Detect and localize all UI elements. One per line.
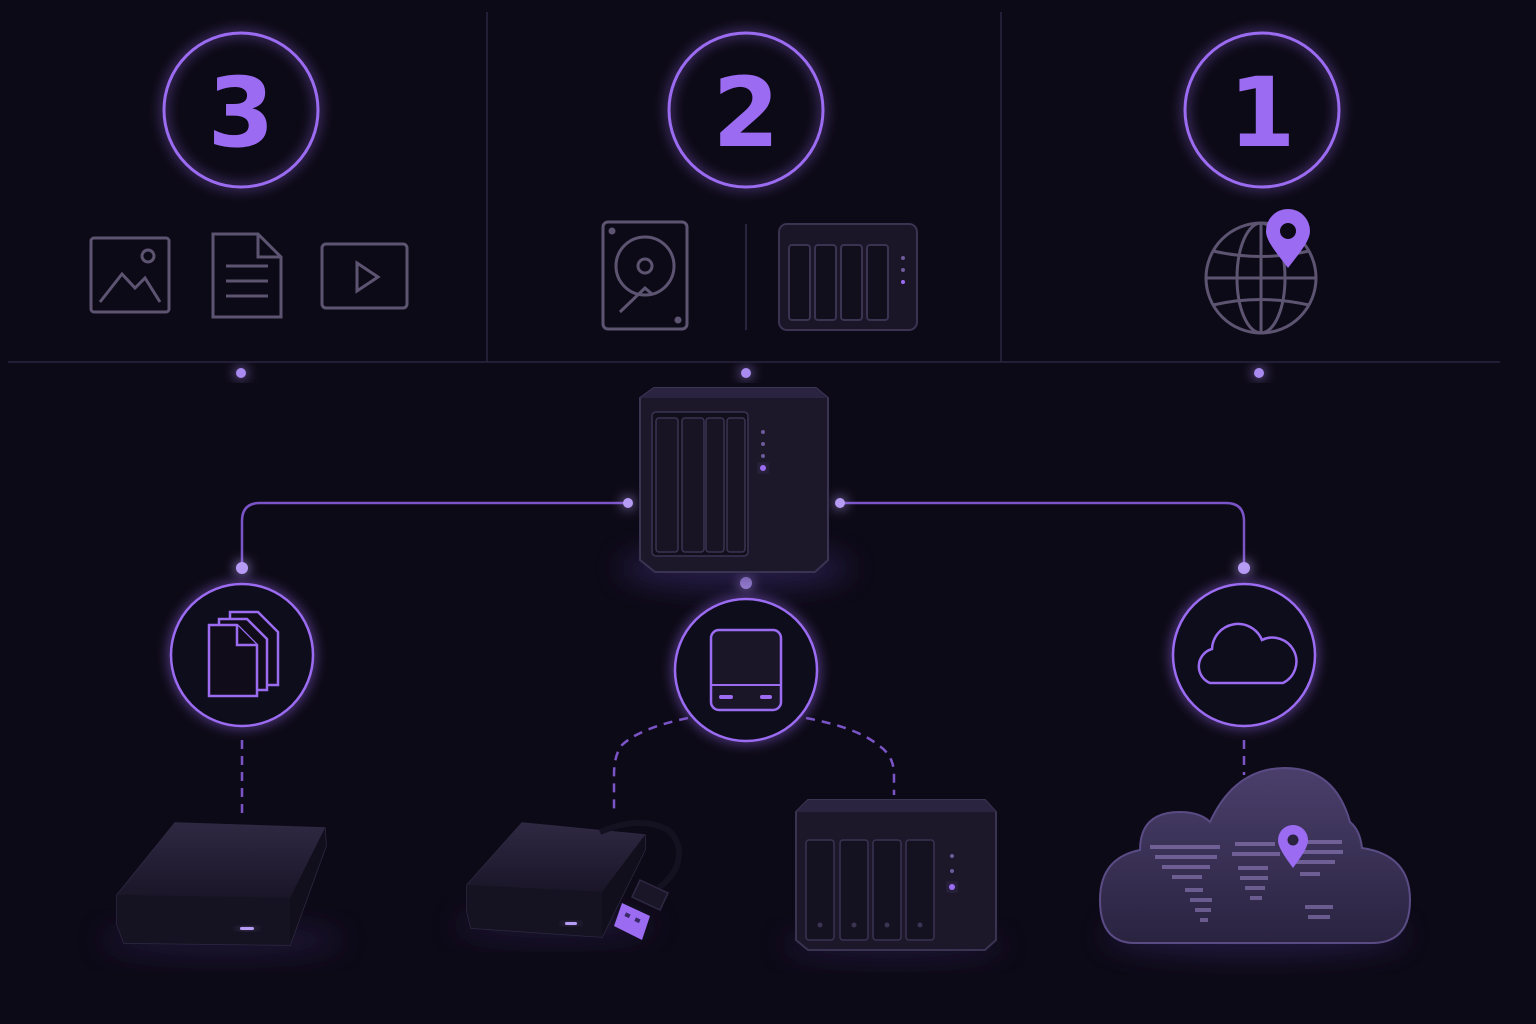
step-3-panel: 3 bbox=[89, 31, 409, 319]
cloud-icon bbox=[1197, 622, 1298, 685]
nas-icon bbox=[778, 223, 918, 331]
world-map-dots bbox=[1150, 840, 1343, 922]
portable-drive-icon bbox=[709, 628, 783, 712]
panel-dots bbox=[236, 368, 1264, 378]
step-2-number: 2 bbox=[713, 57, 780, 169]
step-1-number: 1 bbox=[1229, 57, 1296, 169]
connection-lines bbox=[240, 501, 1246, 568]
usb-plug bbox=[614, 879, 669, 940]
panel-dividers bbox=[8, 12, 1500, 363]
dashed-lines bbox=[240, 716, 1246, 815]
step-2-panel: 2 bbox=[601, 31, 918, 331]
external-desktop-drive bbox=[102, 822, 342, 956]
globe-location-icon bbox=[1204, 209, 1318, 335]
branch-files-circle bbox=[169, 582, 315, 728]
image-icon bbox=[89, 236, 171, 314]
step-3-number: 3 bbox=[208, 57, 275, 169]
document-icon bbox=[211, 232, 283, 319]
nas-4bay bbox=[783, 799, 1003, 959]
location-pin-icon bbox=[1278, 825, 1308, 868]
step-1-panel: 1 bbox=[1183, 31, 1341, 335]
files-icon bbox=[207, 610, 280, 698]
video-icon bbox=[320, 242, 409, 310]
hard-drive-icon bbox=[601, 220, 689, 331]
hub-nas-server bbox=[620, 387, 850, 588]
branch-drive-circle bbox=[673, 597, 819, 743]
portable-usb-drive bbox=[455, 819, 683, 940]
branch-cloud-circle bbox=[1171, 582, 1317, 728]
cloud-world-map bbox=[1098, 766, 1412, 955]
